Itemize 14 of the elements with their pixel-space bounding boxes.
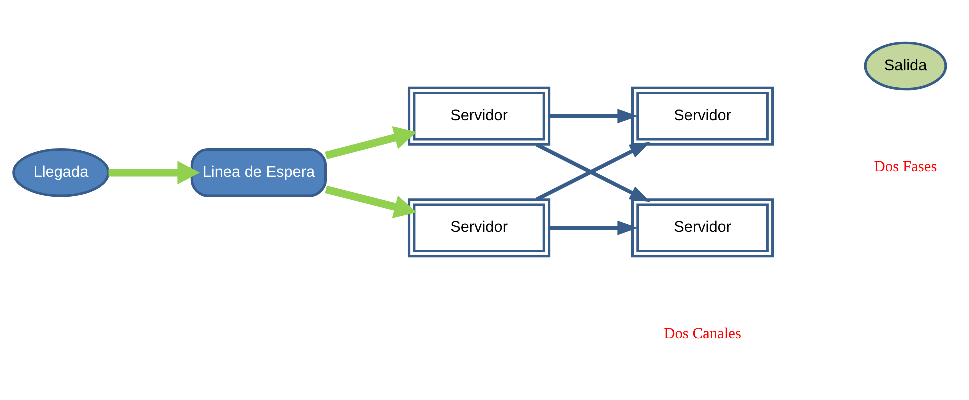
node-ellipse: Salida: [864, 41, 948, 90]
arrow: [108, 160, 200, 184]
node-ellipse: Llegada: [12, 148, 110, 197]
arrow: [325, 126, 417, 159]
arrow: [550, 220, 638, 235]
node-box: Servidor: [408, 198, 551, 258]
node-box: Servidor: [632, 198, 774, 258]
node-box: Servidor: [408, 86, 551, 146]
node-box: Servidor: [632, 86, 774, 146]
label: Dos Canales: [664, 325, 742, 342]
arrow: [325, 185, 417, 218]
node-box: Linea de Espera: [190, 148, 328, 197]
arrow: [550, 108, 638, 124]
label: Dos Fases: [874, 158, 938, 176]
